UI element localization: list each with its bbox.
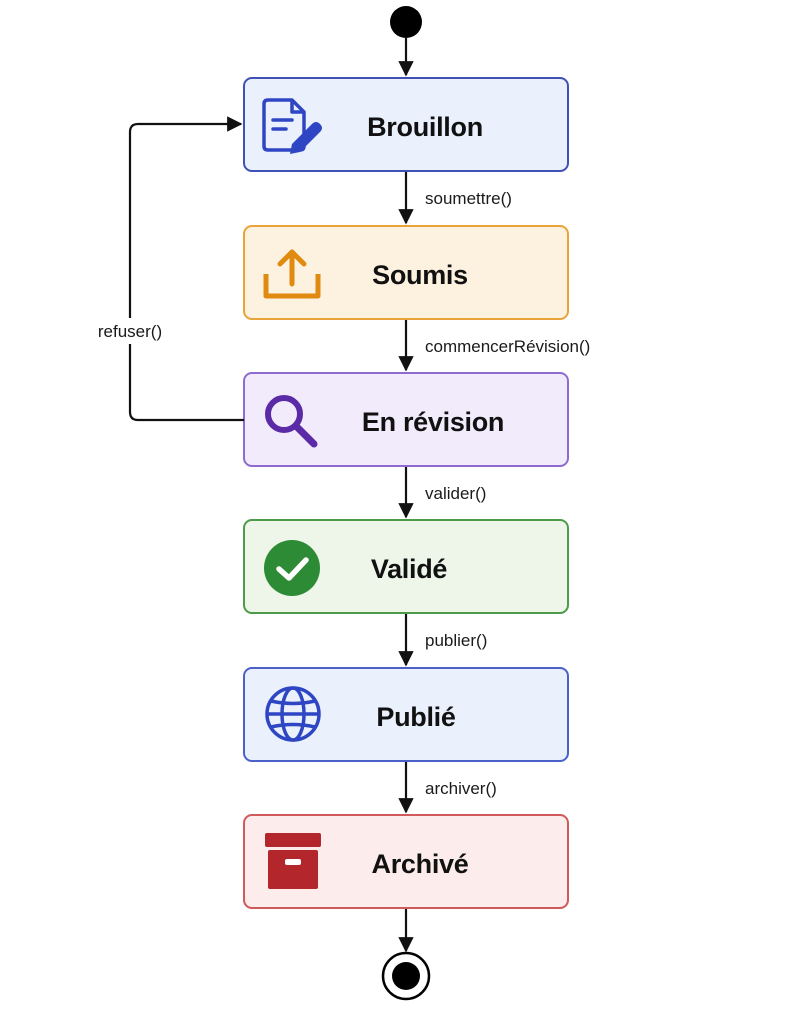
state-label: Publié <box>376 702 455 732</box>
state-label: En révision <box>362 407 504 437</box>
state-publie[interactable]: Publié <box>243 667 569 762</box>
state-box <box>243 814 569 909</box>
state-valide[interactable]: Validé <box>243 519 569 614</box>
document-edit-icon <box>262 98 322 154</box>
state-box <box>243 667 569 762</box>
final-state <box>381 951 431 1001</box>
check-circle-icon <box>264 540 320 596</box>
archive-box-icon <box>265 833 321 889</box>
state-brouillon[interactable]: Brouillon <box>243 77 569 172</box>
state-archive[interactable]: Archivé <box>243 814 569 909</box>
search-icon <box>265 395 318 448</box>
transition-label: soumettre() <box>425 189 512 208</box>
state-label: Brouillon <box>367 112 483 142</box>
loop-back-label-bg <box>92 318 170 344</box>
state-box <box>243 77 569 172</box>
state-soumis[interactable]: Soumis <box>243 225 569 320</box>
state-box <box>243 519 569 614</box>
loop-back-edge <box>128 116 244 422</box>
state-box <box>243 225 569 320</box>
globe-icon <box>265 686 321 742</box>
state-en-revision[interactable]: En révision <box>243 372 569 467</box>
transition-label: refuser() <box>98 322 162 341</box>
transition-label: valider() <box>425 484 486 503</box>
initial-state <box>390 6 422 38</box>
state-label: Soumis <box>372 260 468 290</box>
transition-label: publier() <box>425 631 487 650</box>
state-label: Archivé <box>372 849 469 879</box>
transition-label: archiver() <box>425 779 497 798</box>
upload-icon <box>263 249 321 299</box>
state-label: Validé <box>371 554 448 584</box>
transition-label: commencerRévision() <box>425 337 590 356</box>
